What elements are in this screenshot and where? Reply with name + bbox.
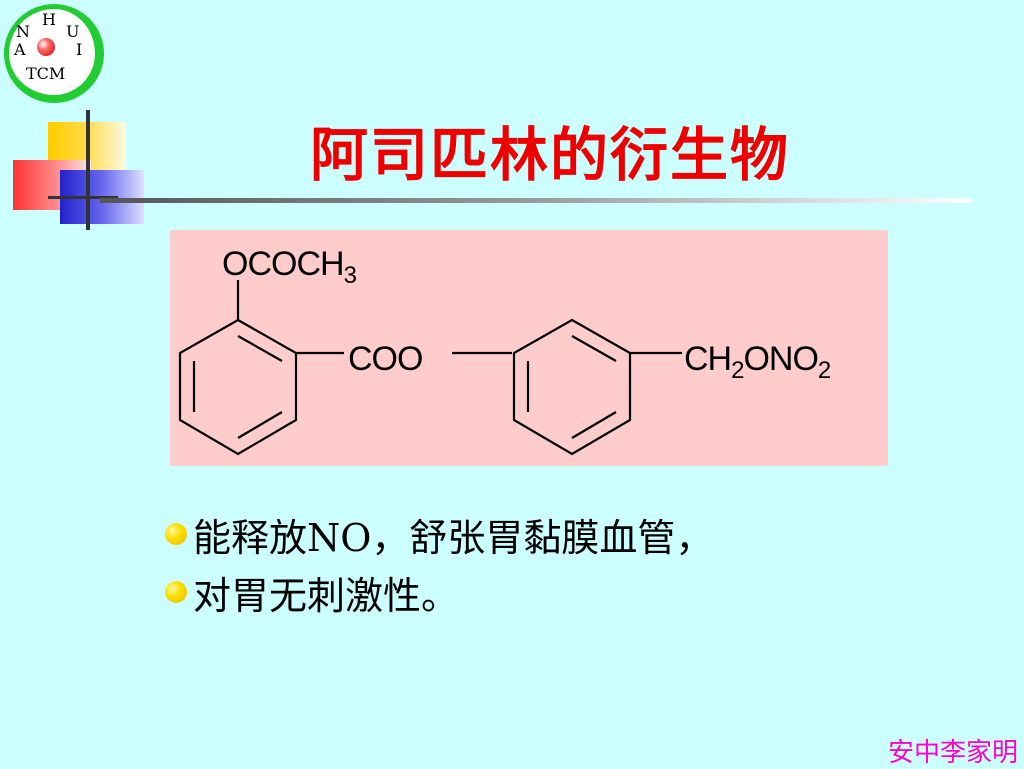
decorative-horizontal-line — [48, 196, 118, 199]
logo-letter-n: N — [16, 22, 30, 41]
logo-letter-u: U — [66, 22, 80, 41]
right-benzene-ring — [512, 318, 632, 456]
bullet-item: 能释放NO，舒张胃黏膜血管， — [165, 505, 965, 563]
bullet-text: 能释放NO，舒张胃黏膜血管， — [193, 515, 714, 560]
university-logo: H N U A I TCM — [4, 4, 104, 103]
chemical-structure-diagram: OCOCH3 COO CH2ONO2 — [178, 245, 832, 456]
author-credit: 安中李家明 — [887, 738, 1018, 768]
bullet-dot-icon — [165, 581, 187, 603]
bullet-text: 对胃无刺激性。 — [193, 573, 460, 618]
bullet-item: 对胃无刺激性。 — [165, 563, 965, 621]
right-ring-double-bond-1 — [571, 335, 617, 362]
logo-letter-i: I — [76, 40, 83, 59]
bullet-dot-icon — [165, 523, 187, 545]
chemical-structure-panel: OCOCH3 COO CH2ONO2 — [170, 230, 888, 466]
logo-letter-tcm: TCM — [26, 64, 66, 83]
nitrate-label: CH2ONO2 — [684, 340, 831, 384]
logo-letter-h: H — [42, 10, 56, 29]
left-ring-double-bond-2 — [237, 411, 283, 439]
logo-letter-a: A — [14, 40, 26, 59]
left-ring-double-bond-1 — [237, 335, 283, 362]
slide-title: 阿司匹林的衍生物 — [309, 121, 790, 189]
acetoxy-label: OCOCH3 — [222, 245, 357, 289]
title-underline — [100, 198, 972, 203]
logo-ball-icon — [37, 38, 55, 56]
ester-label: COO — [348, 340, 422, 378]
logo-ring — [4, 4, 104, 103]
left-benzene-ring — [178, 318, 298, 456]
decorative-squares — [0, 0, 160, 240]
decorative-vertical-line — [86, 110, 90, 230]
bullet-list: 能释放NO，舒张胃黏膜血管， 对胃无刺激性。 — [165, 505, 965, 621]
right-ring-double-bond-2 — [571, 411, 617, 439]
